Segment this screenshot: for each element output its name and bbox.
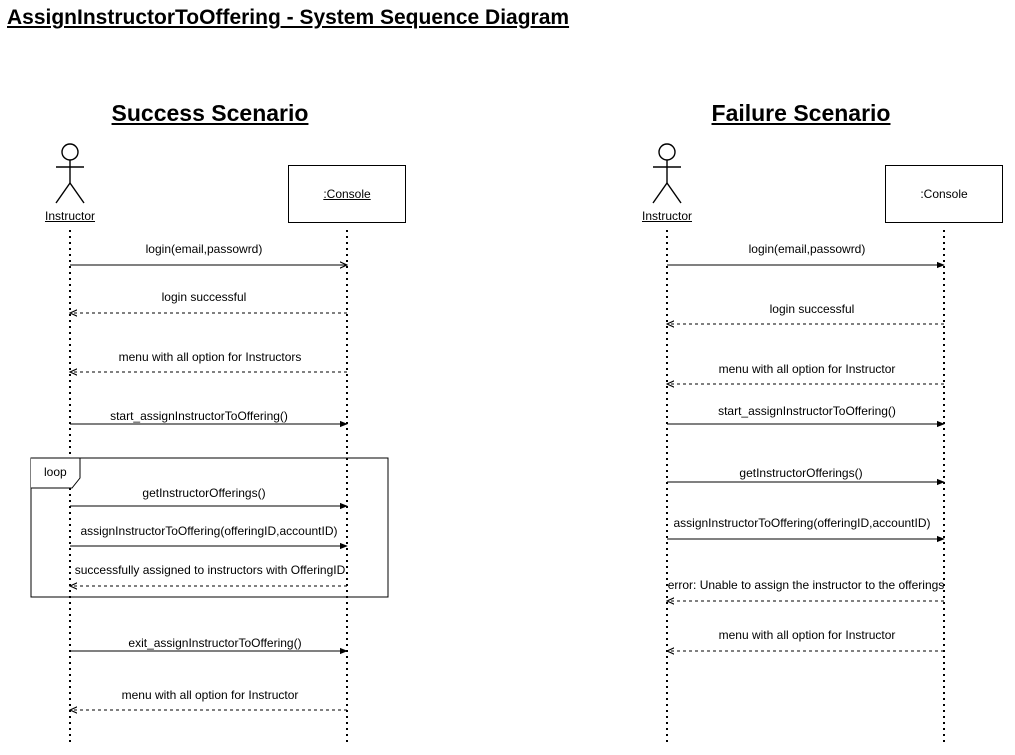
failure-msg-5: getInstructorOfferings() bbox=[739, 466, 863, 480]
loop-label: loop bbox=[44, 465, 67, 479]
failure-console-label: :Console bbox=[920, 187, 968, 201]
loop-frame bbox=[30, 457, 389, 598]
success-msg-8: exit_assignInstructorToOffering() bbox=[128, 636, 302, 650]
failure-msg-2: login successful bbox=[769, 302, 855, 316]
success-console-object: :Console bbox=[288, 165, 406, 223]
failure-msg-6: assignInstructorToOffering(offeringID,ac… bbox=[673, 516, 931, 530]
success-msg-3: menu with all option for Instructors bbox=[118, 350, 302, 364]
failure-msg-8: menu with all option for Instructor bbox=[718, 628, 896, 642]
success-msg-7: successfully assigned to instructors wit… bbox=[74, 563, 346, 577]
diagram-title: AssignInstructorToOffering - System Sequ… bbox=[7, 6, 570, 29]
failure-actor-icon bbox=[652, 143, 682, 204]
success-msg-4: start_assignInstructorToOffering() bbox=[110, 409, 288, 423]
failure-msg-7: error: Unable to assign the instructor t… bbox=[667, 578, 945, 592]
success-actor-label: Instructor bbox=[44, 209, 96, 223]
failure-actor-label: Instructor bbox=[641, 209, 693, 223]
success-console-label: :Console bbox=[323, 187, 371, 201]
failure-msg-4: start_assignInstructorToOffering() bbox=[718, 404, 896, 418]
failure-scenario-title: Failure Scenario bbox=[711, 100, 891, 126]
success-msg-5: getInstructorOfferings() bbox=[142, 486, 266, 500]
success-msg-9: menu with all option for Instructor bbox=[121, 688, 299, 702]
success-scenario-title: Success Scenario bbox=[111, 100, 309, 126]
success-msg-1: login(email,passowrd) bbox=[145, 242, 263, 256]
success-actor-icon bbox=[55, 143, 85, 204]
success-msg-2: login successful bbox=[161, 290, 247, 304]
success-msg-6: assignInstructorToOffering(offeringID,ac… bbox=[80, 524, 338, 538]
failure-msg-1: login(email,passowrd) bbox=[748, 242, 866, 256]
failure-console-object: :Console bbox=[885, 165, 1003, 223]
failure-msg-3: menu with all option for Instructor bbox=[718, 362, 896, 376]
